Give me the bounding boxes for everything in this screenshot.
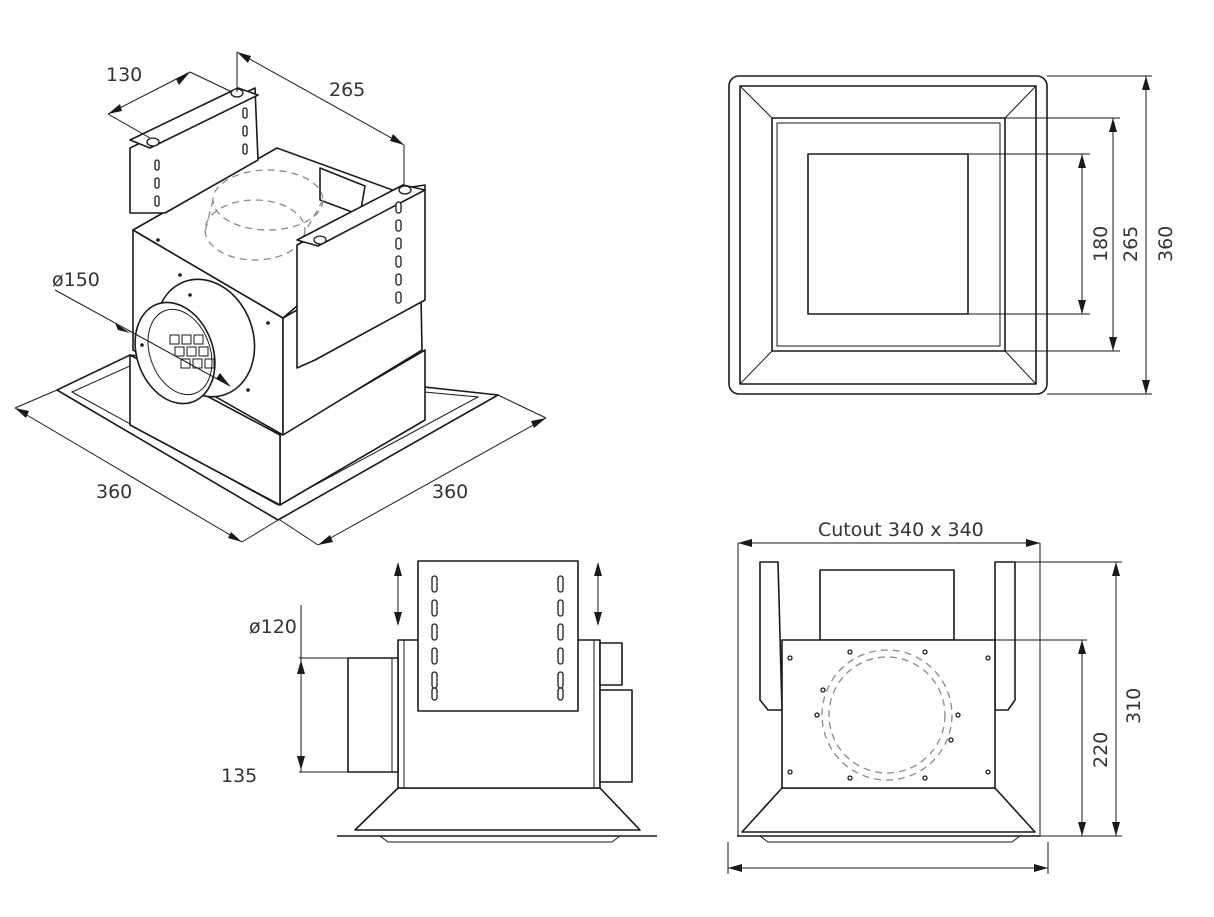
top-inner-opening [807, 153, 969, 315]
top-view: 180 265 360 [728, 75, 1177, 395]
side-motor-cap [599, 642, 623, 686]
iso-spigot-edge-left [204, 199, 214, 233]
side-bracket-slots-right [557, 575, 564, 701]
front-fan-inner [828, 656, 946, 774]
front-view: Cutout 340 x 340 220 310 [727, 519, 1145, 874]
iso-bracket-rear-top [129, 87, 259, 149]
iso-rear-hole-1 [146, 137, 160, 147]
top-corner-br [1004, 350, 1037, 385]
front-housing-screws [787, 649, 991, 781]
top-mid-inner [776, 122, 1001, 347]
side-motor-box [599, 689, 633, 783]
side-bracket-slots-left [431, 575, 438, 701]
front-label-310: 310 [1123, 688, 1145, 724]
top-dim-265 [1005, 117, 1120, 352]
iso-dim-130 [107, 71, 233, 139]
front-label-cutout: Cutout 340 x 340 [818, 519, 984, 541]
iso-label-130: 130 [106, 64, 142, 86]
iso-front-hole-2 [398, 185, 412, 195]
front-rear-block [819, 569, 955, 641]
front-fan-outer [821, 649, 953, 781]
front-label-220: 220 [1090, 732, 1112, 768]
top-bevel [739, 85, 1037, 385]
iso-dim-d150 [54, 289, 231, 387]
iso-front-hole-1 [313, 235, 327, 245]
front-base-skirt [741, 787, 1036, 833]
iso-view: 130 265 ø150 360 360 [14, 51, 547, 546]
side-dim-d120 [297, 605, 348, 773]
iso-inlet-inner [147, 308, 213, 396]
side-base-skirt [354, 787, 641, 831]
side-label-d120: ø120 [249, 616, 297, 638]
top-corner-bl [739, 350, 773, 385]
iso-spigot-bottom [204, 199, 306, 261]
side-view: ø120 135 [221, 560, 657, 843]
front-dim-cutout [737, 539, 1041, 836]
front-bracket-left [759, 561, 783, 711]
iso-label-d150: ø150 [52, 269, 100, 291]
iso-label-265: 265 [329, 79, 365, 101]
iso-bracket-front-top [296, 184, 426, 247]
top-label-180: 180 [1090, 226, 1112, 262]
top-label-265: 265 [1120, 226, 1142, 262]
front-bracket-right [994, 561, 1016, 711]
iso-front-slots [395, 201, 402, 304]
iso-dim-360-left [14, 389, 279, 543]
top-dim-360 [1047, 75, 1152, 395]
side-adjust-arrow-left [394, 562, 402, 626]
side-adjust-arrow-right [594, 562, 602, 626]
top-outer-frame [728, 75, 1048, 395]
front-dim-220 [995, 639, 1090, 837]
side-base-lip [378, 835, 622, 843]
iso-housing-screws [140, 238, 270, 392]
top-label-360: 360 [1155, 226, 1177, 262]
iso-rear-slots [154, 107, 248, 207]
front-housing [781, 639, 996, 789]
side-outlet [347, 657, 399, 773]
iso-dim-360-right [279, 394, 547, 546]
top-corner-tr [1004, 85, 1037, 119]
top-mid-frame [771, 117, 1006, 352]
top-dim-180 [968, 153, 1090, 315]
front-base-lip [758, 835, 1022, 843]
iso-label-360-left: 360 [96, 481, 132, 503]
iso-dim-265 [236, 51, 405, 185]
top-corner-tl [739, 85, 773, 119]
iso-label-360-right: 360 [432, 481, 468, 503]
front-dim-bottom [727, 842, 1049, 874]
side-label-135: 135 [221, 765, 257, 787]
front-dim-310 [1015, 561, 1122, 837]
side-bracket [417, 560, 579, 712]
iso-spigot-edge-right [304, 199, 324, 233]
